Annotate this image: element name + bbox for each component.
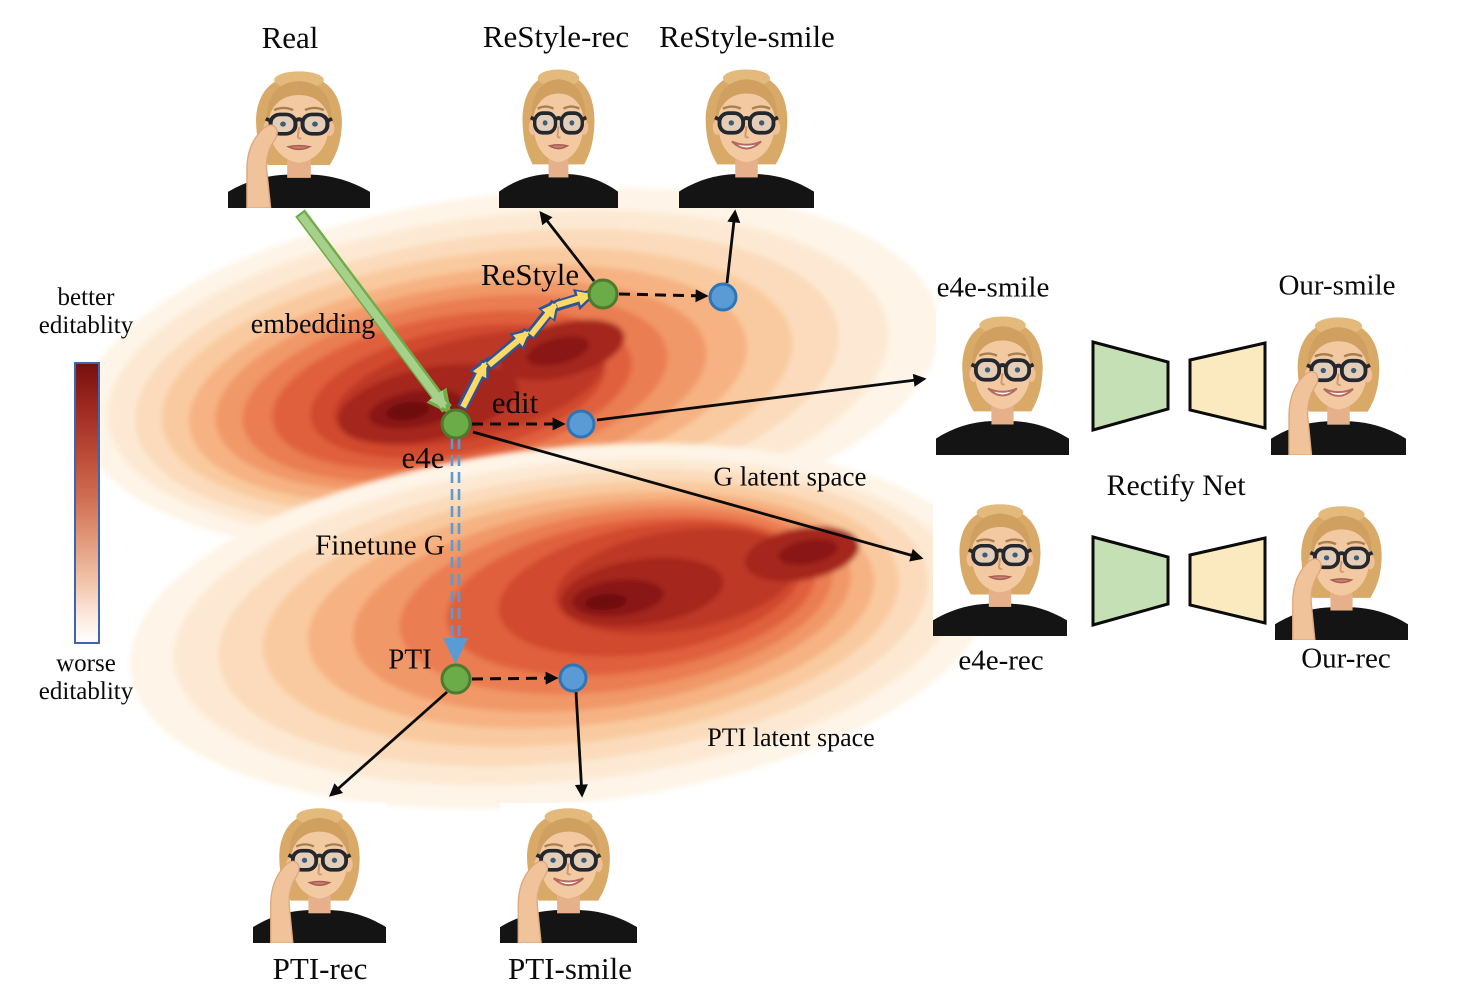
image-pti-smile bbox=[500, 803, 637, 943]
arrow-restyle-rec bbox=[539, 210, 596, 282]
restyle-edit-dot bbox=[708, 282, 738, 312]
embedding-arrow bbox=[295, 209, 452, 415]
rectify-net-blocks bbox=[1091, 340, 1267, 627]
portrait-photo bbox=[679, 64, 814, 208]
e4e-dot bbox=[440, 408, 472, 440]
annotation-pti: PTI bbox=[388, 643, 432, 676]
edit-arrows bbox=[471, 289, 709, 685]
portrait-photo bbox=[499, 64, 618, 208]
annotation-edit: edit bbox=[491, 385, 539, 420]
label-our-smile: Our-smile bbox=[1278, 269, 1396, 302]
image-e4e-smile bbox=[936, 311, 1069, 455]
arrow-pti-rec bbox=[329, 690, 448, 797]
label-pti-rec: PTI-rec bbox=[272, 951, 368, 986]
pti-latent-space-heatmap bbox=[129, 443, 991, 809]
portrait-photo bbox=[228, 66, 370, 208]
image-pti-rec bbox=[253, 803, 386, 943]
label-e4e-rec: e4e-rec bbox=[958, 644, 1044, 677]
image-restyle-smile bbox=[679, 64, 814, 208]
annotation-rectify-net: Rectify Net bbox=[1106, 469, 1246, 502]
rectify-decoder-smile bbox=[1188, 341, 1267, 430]
label-real: Real bbox=[261, 20, 319, 55]
image-our-rec bbox=[1275, 501, 1408, 640]
annotation-pti-latent-space: PTI latent space bbox=[707, 723, 875, 752]
image-restyle-rec bbox=[499, 64, 618, 208]
image-real bbox=[228, 66, 370, 208]
pti-dot bbox=[440, 663, 472, 695]
colorbar-top-label: better editablity bbox=[38, 284, 134, 339]
rectify-encoder-smile bbox=[1091, 340, 1170, 432]
label-pti-smile: PTI-smile bbox=[508, 951, 632, 986]
arrow-restyle-smile bbox=[725, 209, 741, 284]
restyle-step-arrows bbox=[457, 289, 598, 411]
label-e4e-smile: e4e-smile bbox=[936, 271, 1050, 304]
annotation-g-latent-space: G latent space bbox=[713, 461, 867, 492]
annotation-finetune-g: Finetune G bbox=[315, 529, 445, 562]
arrow-pti-smile bbox=[574, 691, 588, 798]
editability-colorbar bbox=[74, 362, 100, 644]
annotation-embedding: embedding bbox=[250, 309, 376, 340]
pti-edit-dot bbox=[558, 663, 588, 693]
arrow-edit-restyle bbox=[618, 289, 709, 303]
colorbar-bottom-label: worse editablity bbox=[38, 650, 134, 705]
arrow-e4e-smile bbox=[596, 373, 927, 422]
portrait-photo bbox=[500, 803, 637, 943]
portrait-photo bbox=[1271, 312, 1406, 455]
image-our-smile bbox=[1271, 312, 1406, 455]
e4e-edit-dot bbox=[566, 409, 596, 439]
finetune-arrow bbox=[443, 438, 468, 664]
label-restyle-smile: ReStyle-smile bbox=[659, 19, 835, 54]
portrait-photo bbox=[933, 499, 1067, 636]
arrow-edit-pti bbox=[471, 671, 559, 685]
image-e4e-rec bbox=[933, 499, 1067, 636]
arrow-e4e-rec bbox=[472, 430, 924, 562]
label-restyle-rec: ReStyle-rec bbox=[482, 19, 630, 54]
label-our-rec: Our-rec bbox=[1301, 642, 1391, 675]
portrait-photo bbox=[253, 803, 386, 943]
rectify-encoder-rec bbox=[1091, 535, 1170, 627]
portrait-photo bbox=[1275, 501, 1408, 640]
portrait-photo bbox=[936, 311, 1069, 455]
annotation-restyle: ReStyle bbox=[480, 257, 580, 292]
arrows-to-images bbox=[329, 209, 927, 798]
rectify-decoder-rec bbox=[1188, 536, 1267, 625]
annotation-e4e: e4e bbox=[401, 440, 445, 475]
restyle-dot bbox=[587, 278, 619, 310]
latent-dots bbox=[440, 278, 738, 695]
